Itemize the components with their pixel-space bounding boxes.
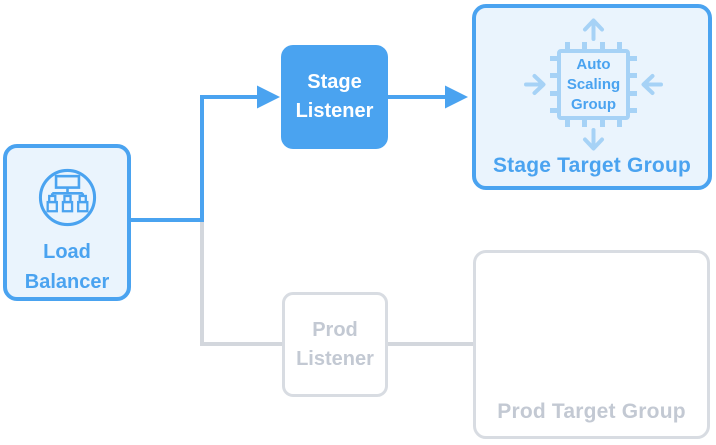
load-balancer-node: Load Balancer	[3, 144, 131, 301]
arrowhead-to-stage-listener-icon	[257, 85, 280, 109]
auto-scaling-chip-icon	[524, 18, 663, 151]
chip-pins	[550, 42, 637, 127]
scale-in-left-arrow-icon	[641, 74, 663, 95]
connector-load-balancer-to-stage-listener	[127, 95, 259, 222]
load-balancer-icon	[38, 168, 96, 227]
stage-target-group-label: Stage Target Group	[492, 154, 692, 177]
load-balancer-label: Load Balancer	[24, 241, 110, 293]
prod-target-group-node: Prod Target Group	[473, 250, 710, 439]
chip-body	[557, 49, 630, 120]
scale-down-arrow-icon	[583, 128, 604, 151]
prod-listener-node: Prod Listener	[282, 292, 388, 397]
arrowhead-to-stage-target-group-icon	[445, 85, 468, 109]
stage-listener-label: Stage Listener	[295, 71, 374, 122]
prod-listener-label: Prod Listener	[296, 318, 374, 370]
stage-listener-node: Stage Listener	[281, 45, 388, 149]
prod-target-group-label: Prod Target Group	[497, 400, 686, 423]
scale-in-right-arrow-icon	[524, 74, 546, 95]
scale-up-arrow-icon	[583, 18, 604, 41]
connector-load-balancer-to-prod-listener	[200, 221, 282, 346]
stage-target-group-node: Auto Scaling Group Stage Target Group	[472, 4, 712, 190]
auto-scaling-group-label: Auto Scaling Group	[566, 55, 621, 113]
